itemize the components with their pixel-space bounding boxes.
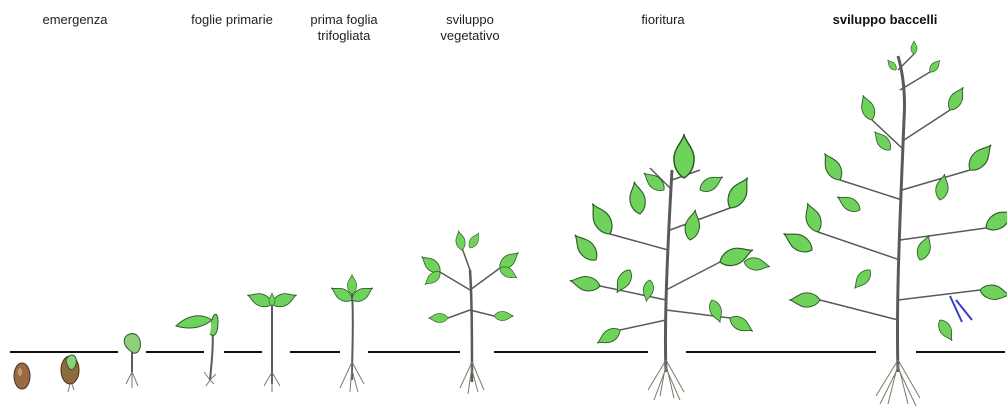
primary-leaves-plant-1 <box>176 314 218 386</box>
sprouting-seed-icon <box>61 355 79 392</box>
flowering-plant <box>568 134 771 400</box>
primary-leaves-plant-2 <box>245 289 299 392</box>
trifoliate-plant <box>328 274 375 392</box>
vegetative-plant <box>418 230 522 394</box>
seed-icon <box>14 363 30 389</box>
emerging-seedling-icon <box>124 334 140 388</box>
